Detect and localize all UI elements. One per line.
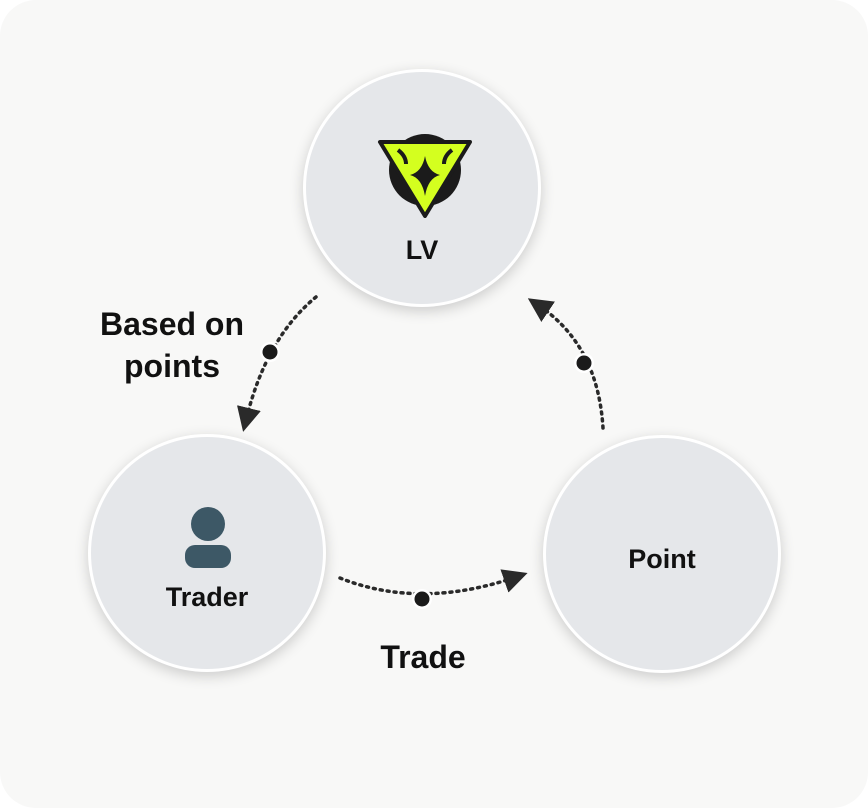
edge-label-trade: Trade xyxy=(380,639,466,675)
lv-logo-icon xyxy=(378,134,472,218)
edge-point-to-lv xyxy=(527,298,605,430)
edge-trader-to-point xyxy=(338,569,528,609)
edge-label-based-on-points: Based on points xyxy=(82,303,262,387)
edge-lv-to-trader xyxy=(237,295,318,432)
node-trader: Trader xyxy=(88,434,326,672)
edge-label-line1: Based on xyxy=(99,306,245,342)
node-lv-label: LV xyxy=(405,235,439,265)
node-lv: LV xyxy=(303,69,541,307)
edge-label-line2: points xyxy=(124,348,220,384)
node-point-label: Point xyxy=(628,544,696,574)
person-icon xyxy=(185,507,231,568)
node-trader-label: Trader xyxy=(165,582,249,612)
node-point: Point xyxy=(543,435,781,673)
